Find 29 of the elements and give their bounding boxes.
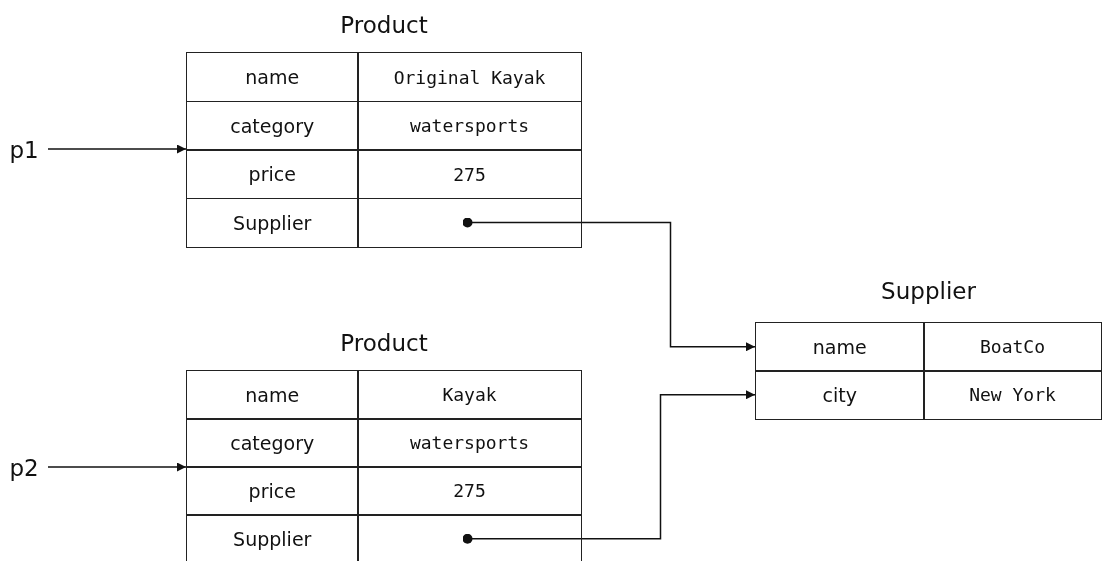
table-title: Supplier (880, 278, 977, 304)
reference-arrow (47, 462, 187, 472)
field-cell: name (186, 370, 359, 420)
table-title: Product (339, 330, 429, 356)
value-cell: watersports (357, 418, 582, 468)
field-cell: name (755, 322, 925, 372)
value-cell: watersports (357, 100, 582, 151)
field-cell: city (755, 370, 925, 420)
reference-cell (357, 197, 582, 248)
table-title: Product (339, 12, 429, 38)
value-cell: Original Kayak (357, 52, 582, 102)
reference-cell (357, 514, 582, 561)
field-cell: price (186, 149, 359, 199)
value-cell: BoatCo (923, 322, 1102, 372)
value-cell: 275 (357, 149, 582, 199)
field-cell: Supplier (186, 514, 359, 561)
value-cell: New York (923, 370, 1102, 420)
reference-arrow (47, 144, 187, 154)
variable-label: p2 (4, 452, 44, 484)
reference-arrow (462, 390, 756, 544)
value-cell: 275 (357, 466, 582, 516)
reference-arrow (462, 217, 756, 352)
field-cell: price (186, 466, 359, 516)
field-cell: category (186, 100, 359, 151)
value-cell: Kayak (357, 370, 582, 420)
field-cell: name (186, 52, 359, 102)
field-cell: category (186, 418, 359, 468)
field-cell: Supplier (186, 197, 359, 248)
variable-label: p1 (4, 134, 44, 166)
